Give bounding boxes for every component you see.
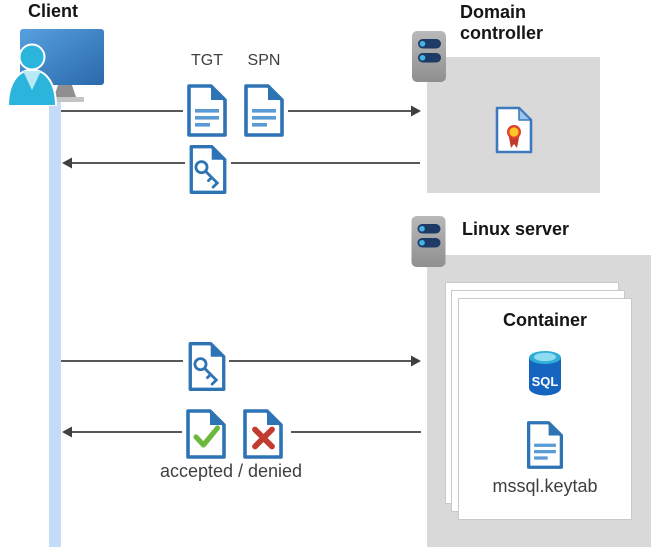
- container-label: Container: [502, 310, 587, 330]
- sql-database-icon: SQL: [529, 351, 561, 396]
- key-document-icon: [189, 145, 227, 194]
- keytab-label: mssql.keytab: [492, 476, 598, 496]
- arrow-domain-controller-to-client: [62, 157, 420, 169]
- tgt-label: TGT: [191, 52, 223, 69]
- certificate-icon: [495, 106, 533, 154]
- check-icon: [193, 425, 221, 448]
- accepted-denied-label: accepted / denied: [159, 461, 303, 481]
- arrow-client-to-container: [61, 355, 421, 367]
- person-collar: [23, 71, 41, 90]
- x-icon: [252, 426, 275, 450]
- keytab-file-icon: [527, 421, 563, 469]
- client-workstation-icon: [8, 29, 104, 106]
- monitor-base: [50, 97, 84, 102]
- monitor-stand: [54, 85, 76, 97]
- linux-server-label: Linux server: [462, 219, 570, 239]
- domain-controller-label: Domain controller: [460, 2, 544, 43]
- rosette-center: [509, 127, 519, 137]
- accepted-document-icon: [186, 409, 226, 459]
- tgt-document-icon: [187, 84, 227, 137]
- client-label: Client: [28, 1, 79, 21]
- container-card: [458, 298, 632, 520]
- sql-badge-text: SQL: [532, 374, 559, 389]
- domain-controller-server-icon: [412, 31, 446, 82]
- key-document-icon: [188, 342, 226, 391]
- person-head: [18, 43, 46, 71]
- spn-document-icon: [244, 84, 284, 137]
- linux-server-icon: [411, 216, 446, 267]
- denied-document-icon: [243, 409, 283, 459]
- client-lifeline: [49, 92, 61, 547]
- spn-label: SPN: [247, 52, 281, 69]
- arrow-client-to-domain-controller: [61, 105, 421, 117]
